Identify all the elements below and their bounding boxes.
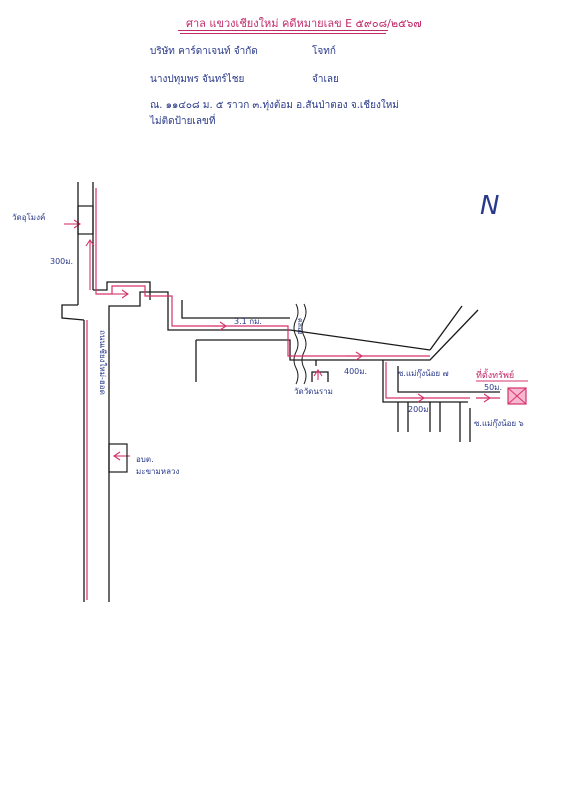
main-road-label: ถนนเชียงใหม่-ฮอด xyxy=(98,330,107,395)
canal-line xyxy=(293,303,307,385)
party1-role: โจทก์ xyxy=(312,46,336,57)
road-network xyxy=(61,281,500,442)
tambon-office-label: อบต. xyxy=(136,455,154,464)
temple-mid-label: วัดวัดนราม xyxy=(294,387,333,396)
party1-name: บริษัท คาร์ดาเจนท์ จำกัด xyxy=(150,46,258,57)
distance-300m-label: 300ม. xyxy=(50,257,73,266)
distance-400m-label: 400ม. xyxy=(344,367,367,376)
tambon-name-label: มะขามหลวง xyxy=(136,467,179,476)
north-mark: N xyxy=(480,191,499,221)
distance-3km-label: 3.1 กม. xyxy=(234,317,262,326)
route-path xyxy=(86,188,500,600)
page-title: ศาล แขวงเชียงใหม่ คดีหมายเลข E ๕๙๐๘/๒๕๖๗ xyxy=(186,17,422,30)
title-underline xyxy=(180,33,386,34)
temple-top-label: วัดอุโมงค์ xyxy=(12,212,45,222)
distance-50m-label: 50ม. xyxy=(484,383,502,392)
soi-7-label: ซ.แม่กุ๊งน้อย ๗ xyxy=(398,368,449,378)
route-arrows xyxy=(64,219,491,461)
canal-label: คลอง xyxy=(296,318,304,335)
destination-label: ที่ตั้งทรัพย์ xyxy=(476,368,514,381)
distance-200m-label: 200ม. xyxy=(408,405,431,414)
soi-6-label: ซ.แม่กุ๊งน้อย ๖ xyxy=(474,418,524,428)
address-note: ไม่ติดป้ายเลขที่ xyxy=(150,116,216,127)
party2-role: จำเลย xyxy=(312,74,339,85)
party2-name: นางปทุมพร จันทร์ไชย xyxy=(150,74,245,85)
title-underline xyxy=(178,30,388,31)
address-line: ณ. ๑๑๔๐๘ ม. ๕ ราวก ๓.ทุ่งต้อม อ.สันป่าตอ… xyxy=(150,100,399,111)
destination-marker xyxy=(507,387,527,405)
temple-top-marker xyxy=(77,205,94,235)
tambon-office-marker xyxy=(108,443,128,473)
